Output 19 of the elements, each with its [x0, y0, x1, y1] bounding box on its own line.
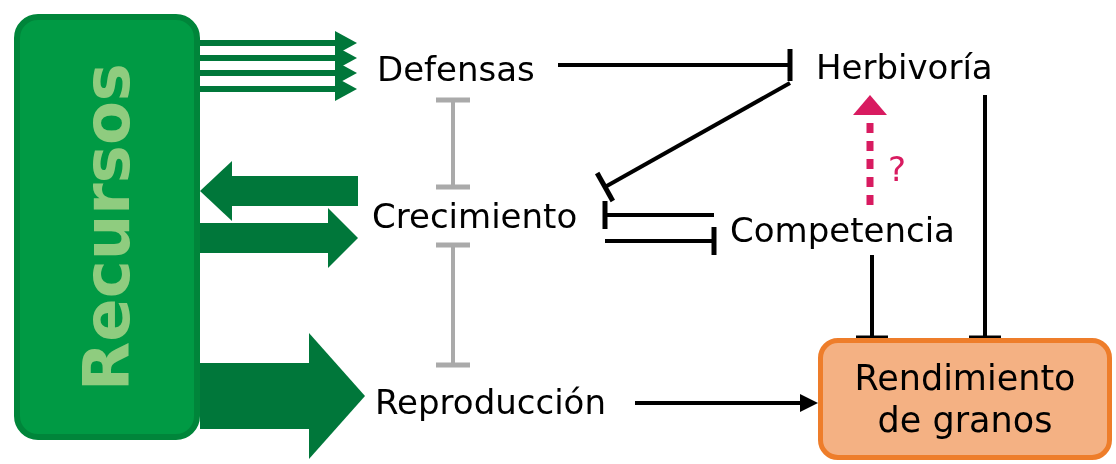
result-text: Rendimiento de granos	[853, 357, 1077, 441]
arrow	[635, 394, 818, 412]
inhibition-line	[558, 46, 793, 84]
inhibition-line	[594, 81, 791, 204]
result-box	[818, 338, 1112, 460]
block-arrow	[200, 333, 365, 459]
factor-label: Reproducción	[375, 382, 606, 423]
inhibition-line	[433, 97, 473, 190]
inhibition-line	[605, 224, 717, 258]
factor-label: Crecimiento	[372, 195, 578, 237]
resource-panel	[14, 14, 200, 440]
block-arrow	[200, 208, 358, 268]
panel-title: Recursos	[70, 63, 144, 391]
factor-label: Competencia	[730, 209, 955, 251]
inhibition-line	[602, 198, 714, 232]
factor-label: Defensas	[377, 48, 535, 90]
block-arrow	[200, 161, 358, 221]
inhibition-line	[433, 242, 473, 368]
factor-label: Herbivoría	[816, 47, 993, 88]
